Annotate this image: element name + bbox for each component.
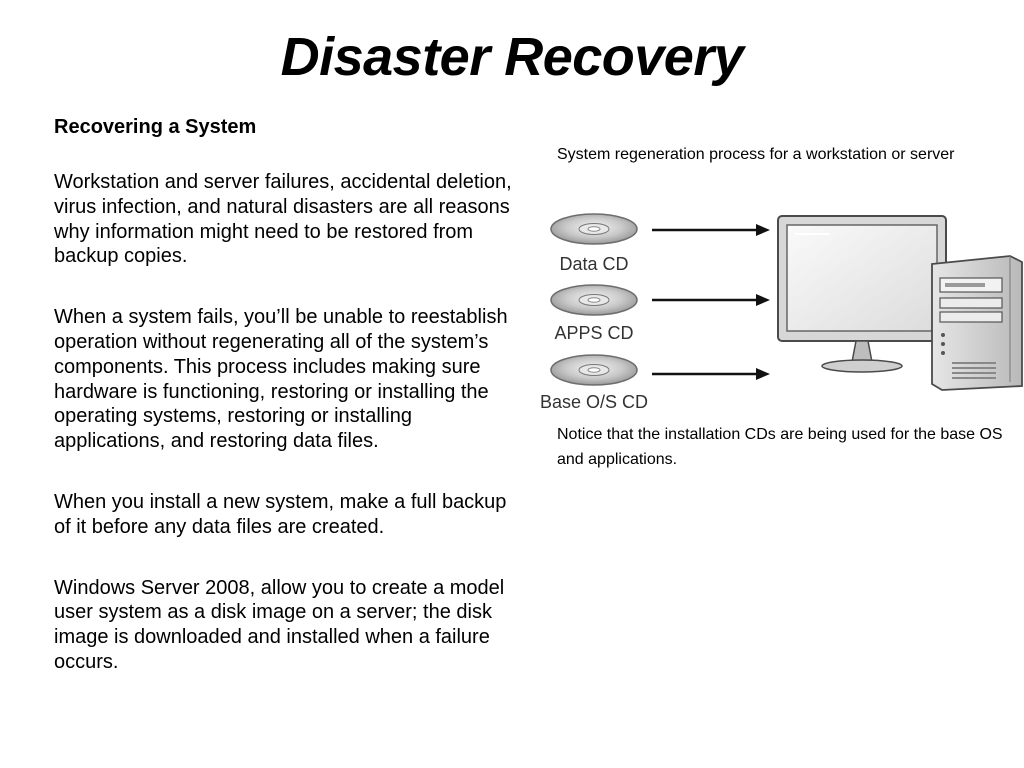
body-text: Recovering a System Workstation and serv… (54, 114, 520, 711)
paragraph-2: When a system fails, you’ll be unable to… (54, 306, 508, 453)
cd-label-apps: APPS CD (554, 323, 633, 343)
slide-title: Disaster Recovery (280, 27, 744, 87)
regeneration-figure: Data CD APPS CD Base O/S CD (540, 213, 1023, 412)
paragraph-1: Workstation and server failures, acciden… (54, 171, 512, 268)
figure-caption-top: System regeneration process for a workst… (557, 146, 955, 163)
paragraph-4: Windows Server 2008, allow you to create… (54, 576, 505, 673)
cd-disc-icon (550, 284, 638, 316)
arrow-right-icon (652, 294, 770, 306)
cd-label-base-os: Base O/S CD (540, 392, 648, 412)
tower-computer-icon (931, 255, 1023, 391)
section-heading: Recovering a System (54, 116, 257, 138)
cd-disc-icon (550, 354, 638, 386)
cd-label-data: Data CD (559, 254, 628, 274)
arrow-right-icon (652, 224, 770, 236)
arrow-right-icon (652, 368, 770, 380)
paragraph-3: When you install a new system, make a fu… (54, 490, 507, 538)
cd-disc-icon (550, 213, 638, 245)
monitor-icon (777, 215, 947, 373)
figure-caption-bottom: Notice that the installation CDs are bei… (557, 426, 1003, 468)
